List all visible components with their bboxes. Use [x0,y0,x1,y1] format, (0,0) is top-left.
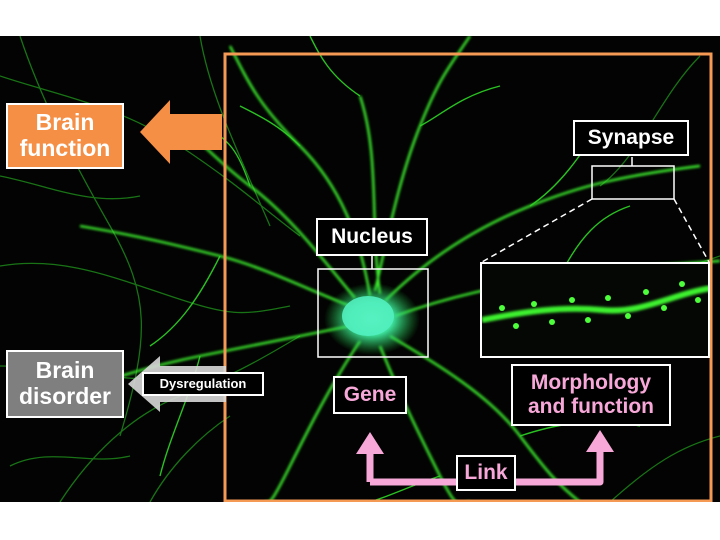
gene-label: Gene [333,376,407,414]
link-arrowhead-morphology [586,430,614,452]
synapse-highlight-box [591,165,675,200]
nucleus-body [342,296,394,336]
synapse-label: Synapse [573,120,689,156]
neuron-micrograph [0,36,720,502]
nucleus-highlight-box [317,268,429,358]
link-label: Link [456,455,516,491]
region-frame [223,52,713,502]
synapse-zoom-illustration [482,281,708,329]
dysregulation-label: Dysregulation [142,372,264,396]
morphology-function-label: Morphology and function [511,364,671,426]
nucleus-label: Nucleus [316,218,428,256]
brain-disorder-label: Brain disorder [6,350,124,418]
link-arrowhead-gene [356,432,384,454]
zoom-line-right [673,198,710,263]
zoom-line-left [481,198,593,263]
synapse-zoom-inset [480,262,710,358]
brain-function-label: Brain function [6,103,124,169]
function-arrow [140,100,222,164]
link-arrows [366,448,604,486]
